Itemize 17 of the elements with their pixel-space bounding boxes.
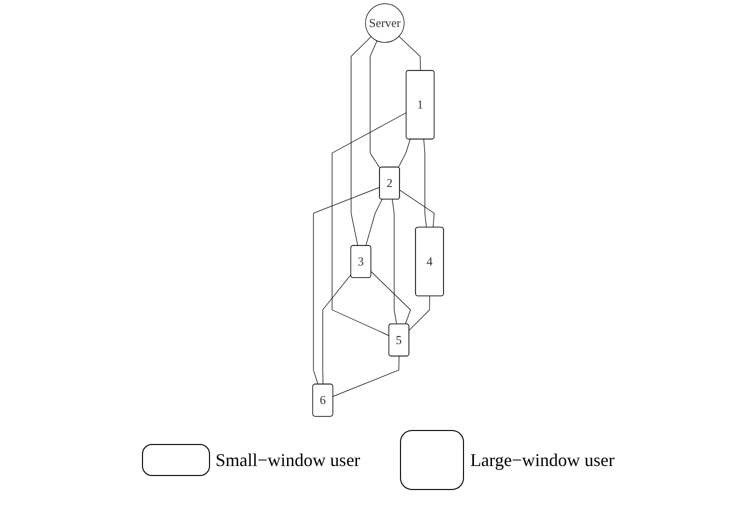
legend-text: Small−window user: [216, 450, 360, 470]
connector: [408, 296, 430, 331]
connector: [399, 190, 434, 228]
connector: [332, 356, 400, 397]
connector: [350, 36, 372, 246]
connector: [370, 40, 380, 169]
connector: [313, 187, 380, 385]
node-circle: Server: [365, 3, 404, 43]
legend-text: Large−window user: [470, 450, 614, 470]
connector: [370, 271, 411, 324]
connector: [322, 274, 352, 385]
connector: [392, 199, 397, 324]
connector: [398, 138, 410, 168]
connector: [398, 36, 421, 71]
connector: [365, 199, 382, 246]
connector: [332, 112, 407, 336]
connector: [423, 138, 427, 228]
